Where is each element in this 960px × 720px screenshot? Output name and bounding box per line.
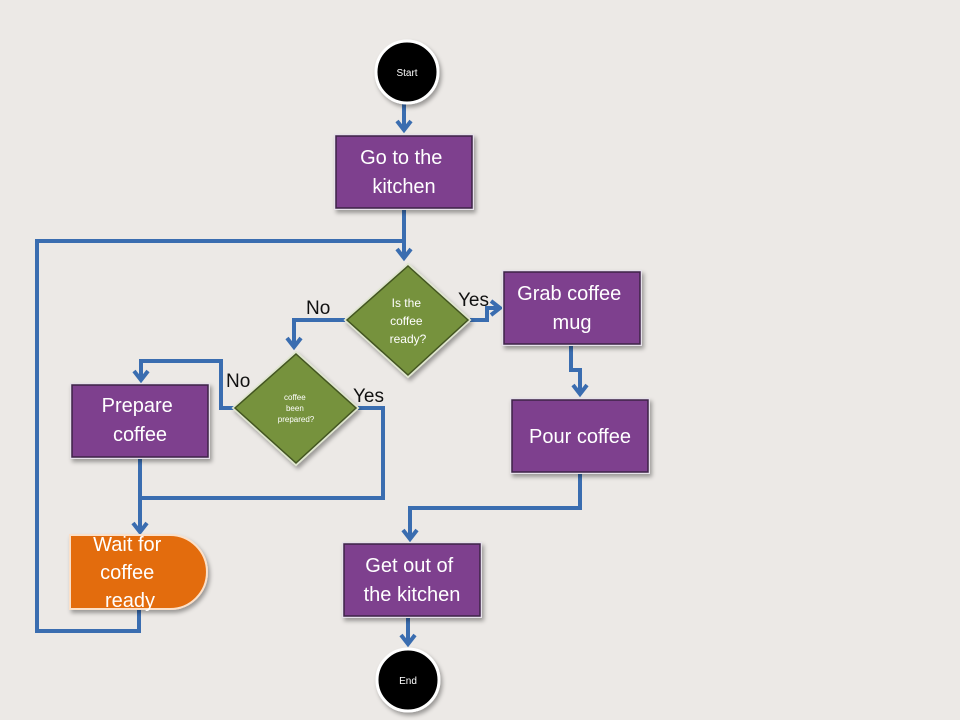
branch-label-ready-yes: Yes [458, 290, 489, 311]
svg-text:Is the coffee read: Is the coffee ready? [390, 296, 427, 346]
is-coffee-ready-line-1: Is the [392, 296, 422, 310]
decision-is-coffee-ready: Is the coffee ready? [343, 262, 472, 379]
decision-coffee-been-prepared: coffee been prepared? [231, 350, 360, 467]
svg-text:Grab coffee mug: Grab coffee mug [517, 283, 627, 334]
connectors [35, 104, 589, 648]
edge-prepared-yes-to-wait [140, 406, 385, 500]
grab-coffee-mug-line-1: Grab coffee [517, 283, 621, 305]
process-get-out-of-kitchen: Get out of the kitchen [342, 542, 482, 618]
grab-coffee-mug-line-2: mug [553, 312, 592, 334]
svg-text:Wait for coffee re: Wait for coffee ready [93, 534, 167, 612]
go-to-kitchen-line-2: kitchen [372, 176, 435, 198]
arrowhead-end [399, 633, 417, 648]
wait-for-coffee-line-1: Wait for [93, 534, 161, 556]
edge-ready-no-to-prepared-check [292, 318, 345, 347]
end-label: End [399, 676, 417, 687]
go-to-kitchen-line-1: Go to the [360, 147, 442, 169]
arrowhead-get-out [401, 528, 419, 543]
process-pour-coffee: Pour coffee [510, 398, 650, 474]
prepare-coffee-line-1: Prepare [102, 395, 173, 417]
svg-text:Get out of the kitchen: Get out of the kitchen [364, 555, 461, 606]
edge-pour-to-get-out [408, 472, 582, 539]
prepare-coffee-line-2: coffee [113, 424, 167, 446]
delay-wait-for-coffee: Wait for coffee ready [69, 534, 208, 612]
arrowhead-wait [131, 521, 149, 536]
edge-ready-yes-to-grab-mug [470, 306, 500, 322]
is-coffee-ready-line-3: ready? [390, 332, 427, 346]
arrowhead-pour [571, 383, 589, 398]
get-out-line-2: the kitchen [364, 584, 461, 606]
end-node: End [375, 647, 441, 713]
coffee-been-prepared-line-2: been [286, 404, 304, 413]
arrowhead-grab-mug [489, 299, 504, 317]
start-node: Start [374, 39, 440, 105]
get-out-line-1: Get out of [365, 555, 453, 577]
edge-grab-mug-to-pour [569, 345, 582, 394]
is-coffee-ready-line-2: coffee [390, 314, 423, 328]
arrowhead-prepare-coffee [132, 369, 150, 384]
branch-label-ready-no: No [306, 298, 330, 319]
arrowhead-ready-check [395, 247, 413, 262]
edge-prepared-no-to-prepare-coffee [139, 359, 234, 410]
arrowhead-kitchen [395, 119, 413, 134]
process-prepare-coffee: Prepare coffee [70, 383, 210, 459]
svg-text:Prepare coffee: Prepare coffee [102, 395, 179, 446]
start-label: Start [396, 68, 417, 79]
wait-for-coffee-line-2: coffee [100, 562, 154, 584]
branch-label-prepared-no: No [226, 371, 250, 392]
pour-coffee-label: Pour coffee [529, 426, 631, 448]
coffee-been-prepared-line-1: coffee [284, 393, 306, 402]
svg-text:coffee been prepar: coffee been prepared? [278, 393, 315, 424]
svg-text:Go to the kitchen: Go to the kitchen [360, 147, 448, 198]
process-grab-coffee-mug: Grab coffee mug [502, 270, 642, 346]
branch-label-prepared-yes: Yes [353, 386, 384, 407]
process-go-to-kitchen: Go to the kitchen [334, 134, 474, 210]
arrowhead-prepared-check [285, 336, 303, 351]
edge-wait-loop-back [35, 239, 404, 633]
coffee-been-prepared-line-3: prepared? [278, 415, 315, 424]
wait-for-coffee-line-3: ready [105, 590, 155, 612]
